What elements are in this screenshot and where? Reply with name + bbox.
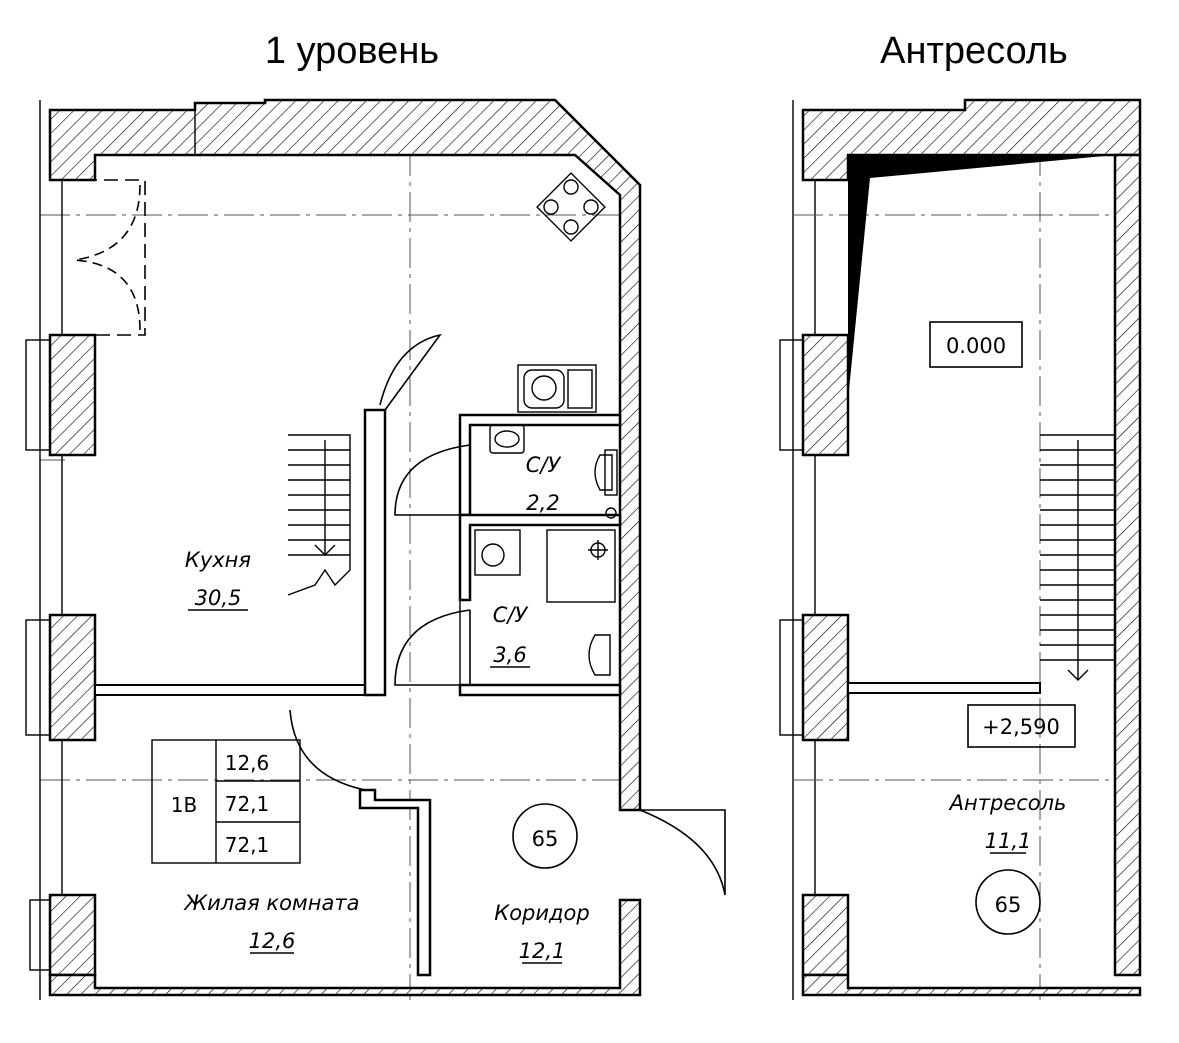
room-wc2-name: С/У [493, 603, 529, 627]
apartment-table [151, 739, 301, 864]
level-mezzanine: +2,590 [982, 715, 1060, 739]
mezz-wall-left-3 [801, 893, 850, 977]
apartment-number-circle [512, 803, 578, 869]
room-wc2-area: 3,6 [493, 643, 526, 667]
level1-title: 1 уровень [265, 30, 439, 72]
apartment-type: 1В [171, 793, 197, 817]
room-living-area: 12,6 [249, 929, 296, 953]
room-wc1-area: 2,2 [526, 491, 559, 515]
mezzanine-plan: 0.000 +2,590 Антресоль 11,1 65 [779, 98, 1142, 1000]
level-mezz-box [967, 704, 1076, 748]
mezz-wall-left-1 [801, 333, 850, 457]
door-wc2 [394, 609, 471, 686]
level-floor-box [929, 321, 1023, 368]
door-living [289, 709, 366, 791]
total-area-value-2: 72,1 [225, 833, 270, 857]
wall-left-3 [48, 893, 97, 977]
entrance-door-dashed [62, 179, 146, 336]
room-wc1-name: С/У [526, 453, 562, 477]
stove-icon [536, 172, 606, 242]
wall-left-1 [48, 333, 97, 457]
stairs-icon [287, 434, 351, 596]
wall-left-2 [48, 613, 97, 742]
total-area-value: 72,1 [225, 792, 270, 816]
apartment-number: 65 [532, 827, 559, 851]
wall-bottom [48, 898, 642, 997]
room-corridor-area: 12,1 [519, 939, 566, 963]
door-entrance [639, 809, 726, 896]
room-kitchen-area: 30,5 [195, 586, 242, 610]
door-kitchen [379, 333, 442, 411]
room-corridor-name: Коридор [494, 901, 589, 925]
mezz-wall-right [1113, 153, 1142, 977]
kitchen-sink-icon [517, 364, 597, 413]
door-wc1 [394, 444, 471, 516]
room-mezz-area: 11,1 [985, 829, 1032, 853]
mezzanine-title: Антресоль [880, 30, 1068, 72]
room-living-name: Жилая комната [183, 891, 360, 915]
mezz-wall-bottom [801, 973, 1142, 997]
mezz-apartment-number-circle [975, 869, 1041, 935]
level1-plan: 1В 12,6 72,1 72,1 65 Кухня 30,5 С/У 2,2 … [25, 98, 726, 1000]
room-mezz-name: Антресоль [948, 791, 1067, 815]
mezz-stairs-icon [1040, 434, 1115, 681]
mezz-apartment-number: 65 [995, 893, 1022, 917]
living-area-value: 12,6 [225, 751, 270, 775]
toilet-icon [489, 424, 618, 519]
room-kitchen-name: Кухня [185, 548, 251, 572]
shower-icon [474, 529, 616, 676]
level-floor: 0.000 [946, 334, 1006, 358]
mezz-wall-left-2 [801, 613, 850, 742]
